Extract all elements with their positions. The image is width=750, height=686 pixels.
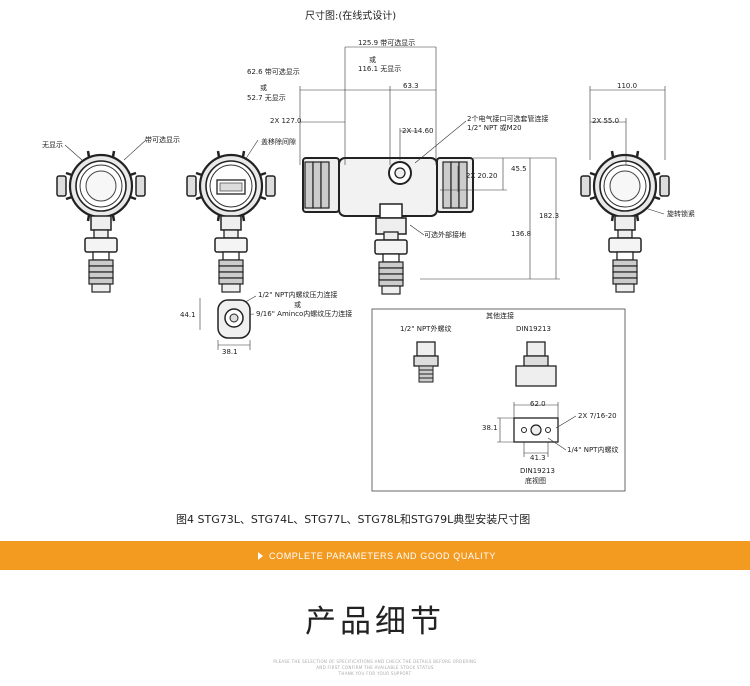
label-amino: 9/16" Aminco内螺纹压力连接 bbox=[256, 310, 353, 318]
transmitter-with-display bbox=[185, 149, 277, 293]
dim-110: 110.0 bbox=[617, 82, 638, 90]
dim-62-6: 62.6 带可选显示 bbox=[247, 68, 300, 76]
npt-external-fitting bbox=[413, 341, 439, 383]
dim-or-2: 或 bbox=[260, 84, 267, 92]
din-bottom-view bbox=[513, 417, 559, 443]
dim-2x20-20: 2X 20.20 bbox=[466, 172, 498, 180]
dim-41-3: 41.3 bbox=[530, 454, 546, 462]
dim-2x127: 2X 127.0 bbox=[270, 117, 302, 125]
dim-or-1: 或 bbox=[369, 56, 376, 64]
dimension-lines bbox=[64, 46, 666, 350]
label-rotation-lock: 旋转锁紧 bbox=[667, 210, 695, 218]
label-other-conn: 其他连接 bbox=[486, 312, 514, 320]
dim-38-1b: 38.1 bbox=[482, 424, 498, 432]
dim-63-3: 63.3 bbox=[403, 82, 419, 90]
dim-2x55: 2X 55.0 bbox=[592, 117, 620, 125]
section-title: 产品细节 bbox=[305, 604, 445, 640]
fine-print-3: THANK YOU FOR YOUR SUPPORT bbox=[338, 671, 412, 676]
label-bottom-view: 底视图 bbox=[525, 477, 546, 485]
dimension-drawing bbox=[55, 46, 671, 492]
dim-45-5: 45.5 bbox=[511, 165, 527, 173]
label-with-display: 带可选显示 bbox=[145, 136, 180, 144]
label-npt-quarter: 1/4" NPT内螺纹 bbox=[567, 446, 619, 454]
label-npt-half-external: 1/2" NPT外螺纹 bbox=[400, 325, 452, 333]
transmitter-no-display bbox=[55, 149, 147, 293]
din-fitting bbox=[515, 341, 557, 387]
drawing-title: 尺寸图:(在线式设计) bbox=[305, 11, 397, 22]
other-connections-frame bbox=[371, 308, 626, 492]
dim-38-1a: 38.1 bbox=[222, 348, 238, 356]
dim-182-3: 182.3 bbox=[539, 212, 560, 220]
label-npt-half-internal: 1/2" NPT内螺纹压力连接 bbox=[258, 291, 338, 299]
label-cover-clearance: 盖移除间隙 bbox=[261, 138, 296, 146]
label-conduit-1: 2个电气接口可选套管连接 bbox=[467, 115, 549, 123]
transmitter-rotated-view bbox=[579, 149, 671, 293]
orange-banner: COMPLETE PARAMETERS AND GOOD QUALITY bbox=[0, 541, 750, 570]
label-conduit-2: 1/2" NPT 或M20 bbox=[467, 124, 522, 132]
label-no-display: 无显示 bbox=[42, 141, 63, 149]
fine-print-1: PLEASE THE SELECTION OF SPECIFICATIONS A… bbox=[273, 659, 477, 664]
fitting-top-view bbox=[217, 299, 251, 339]
dim-44-1: 44.1 bbox=[180, 311, 196, 319]
dim-2x7-16: 2X 7/16-20 bbox=[578, 412, 617, 420]
label-or-3: 或 bbox=[294, 301, 301, 309]
label-ext-ground: 可选外部接地 bbox=[424, 231, 466, 239]
label-din-2: DIN19213 bbox=[520, 467, 555, 475]
transmitter-side-view bbox=[302, 157, 474, 295]
dim-2x14-60: 2X 14.60 bbox=[402, 127, 434, 135]
dim-136-8: 136.8 bbox=[511, 230, 532, 238]
dim-125-9: 125.9 带可选显示 bbox=[358, 39, 416, 47]
dim-52-7: 52.7 无显示 bbox=[247, 94, 286, 102]
dim-116-1: 116.1 无显示 bbox=[358, 65, 402, 73]
fine-print-2: AND FIRST CONFIRM THE AVAILABLE STOCK ST… bbox=[316, 665, 434, 670]
banner-text: COMPLETE PARAMETERS AND GOOD QUALITY bbox=[269, 550, 496, 561]
figure-caption: 图4 STG73L、STG74L、STG77L、STG78L和STG79L典型安… bbox=[176, 513, 531, 526]
dim-62-0: 62.0 bbox=[530, 400, 546, 408]
label-din-1: DIN19213 bbox=[516, 325, 551, 333]
play-arrow-icon bbox=[258, 551, 263, 560]
